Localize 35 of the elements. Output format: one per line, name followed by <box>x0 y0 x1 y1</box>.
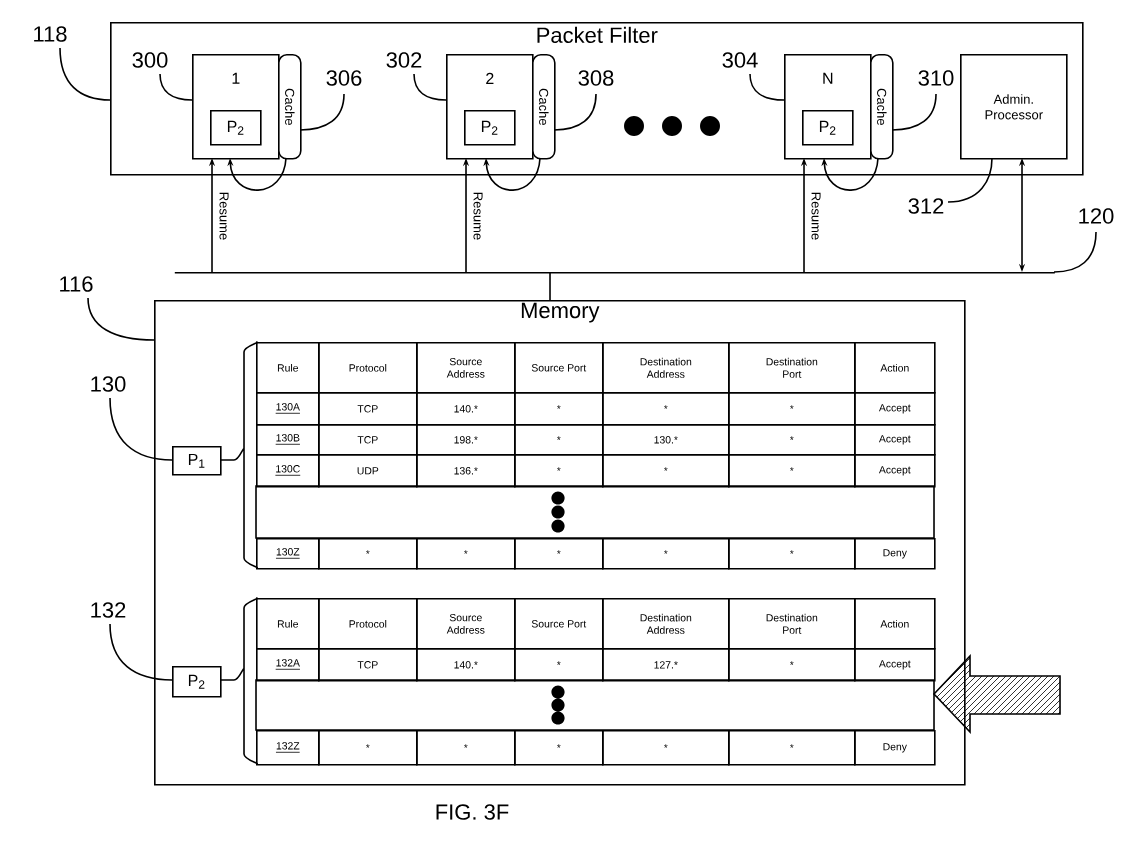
callout-number: 132 <box>91 602 126 618</box>
arrow <box>821 157 879 191</box>
leader-line <box>109 623 173 681</box>
component-box: P$_{1}$ <box>172 446 222 476</box>
leader-line <box>1053 231 1097 273</box>
connector-line <box>549 271 551 301</box>
callout-number: 306 <box>326 70 362 86</box>
callout-number: 120 <box>1079 208 1114 224</box>
callout-number: 118 <box>34 26 67 42</box>
figure-caption: FIG. 3F <box>436 804 509 820</box>
component-box: P$_{2}$ <box>210 110 262 146</box>
callout-number: 312 <box>908 198 944 214</box>
callout-number: 310 <box>918 70 954 86</box>
callout-number: 300 <box>132 52 168 68</box>
leader-line <box>413 73 447 101</box>
bus-line <box>174 272 1056 274</box>
callout-number: 116 <box>60 276 93 292</box>
leader-line <box>159 73 193 101</box>
arrow <box>483 157 541 191</box>
leader-line <box>891 93 937 131</box>
callout-number: 304 <box>722 52 758 68</box>
arrow <box>227 157 287 191</box>
leader-line <box>59 47 111 101</box>
leader-line <box>947 157 993 203</box>
component-box: P$_{2}$ <box>172 666 222 698</box>
leader-line <box>109 397 173 461</box>
callout-number: 130 <box>91 376 126 392</box>
leader-line <box>87 297 155 341</box>
component-box: P$_{2}$ <box>802 110 854 146</box>
component-box: P$_{2}$ <box>464 110 516 146</box>
callout-number: 308 <box>578 70 614 86</box>
leader-line <box>553 93 597 131</box>
leader-line <box>749 73 785 101</box>
leader-line <box>299 93 345 131</box>
callout-number: 302 <box>386 52 422 68</box>
